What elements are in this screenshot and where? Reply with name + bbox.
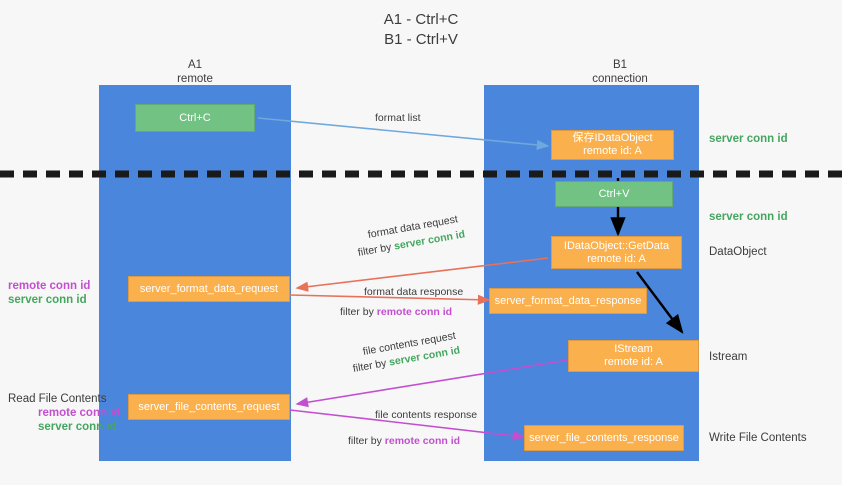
- filter-prefix-1: filter by: [356, 240, 396, 259]
- edge-label-format-data-response-filter: filter by remote conn id: [340, 305, 452, 319]
- left-labels-group-2: Read File Contents remote conn id server…: [8, 392, 120, 434]
- node-save-idataobject-sub: remote id: A: [583, 145, 642, 157]
- title-line-1: A1 - Ctrl+C: [383, 11, 459, 28]
- node-ctrl-v[interactable]: Ctrl+V: [555, 181, 673, 207]
- node-istream-title: IStream: [614, 343, 653, 355]
- node-idataobject-getdata-title: IDataObject::GetData: [563, 239, 670, 252]
- node-server-format-data-response[interactable]: server_format_data_response: [489, 288, 647, 314]
- edge-label-format-data-response: format data response: [364, 286, 464, 298]
- column-header-b1: B1 connection: [520, 58, 720, 86]
- label-write-file-contents: Write File Contents: [709, 432, 807, 444]
- column-b1-sub: connection: [592, 73, 648, 85]
- label-server-conn-id-2: server conn id: [38, 421, 117, 433]
- node-idataobject-getdata[interactable]: IDataObject::GetData remote id: A: [551, 236, 682, 269]
- edge-label-file-contents-response-filter: filter by remote conn id: [348, 434, 460, 448]
- node-server-file-contents-request[interactable]: server_file_contents_request: [128, 394, 290, 420]
- node-server-format-data-response-label: server_format_data_response: [494, 294, 642, 307]
- filter-value-4: remote conn id: [384, 435, 461, 447]
- node-ctrl-c-label: Ctrl+C: [179, 111, 211, 124]
- node-server-format-data-request[interactable]: server_format_data_request: [128, 276, 290, 302]
- column-b1-name: B1: [612, 59, 628, 71]
- label-dataobject: DataObject: [709, 246, 767, 258]
- label-istream: Istream: [709, 351, 748, 363]
- left-labels-group-1: remote conn id server conn id: [8, 279, 90, 307]
- edge-label-format-list: format list: [375, 112, 421, 124]
- filter-prefix-3: filter by: [351, 356, 391, 375]
- node-istream-sub: remote id: A: [604, 356, 663, 368]
- column-a1-name: A1: [187, 59, 203, 71]
- label-server-conn-id-mid: server conn id: [709, 211, 788, 223]
- node-ctrl-v-label: Ctrl+V: [598, 187, 630, 200]
- label-read-file-contents: Read File Contents: [8, 393, 107, 405]
- node-save-idataobject-title: 保存IDataObject: [572, 132, 653, 144]
- label-server-conn-id-1: server conn id: [8, 294, 87, 306]
- edge-label-file-contents-response: file contents response: [375, 409, 478, 421]
- diagram-title: A1 - Ctrl+C B1 - Ctrl+V: [0, 10, 842, 50]
- node-server-file-contents-response-label: server_file_contents_response: [529, 431, 679, 444]
- title-line-2: B1 - Ctrl+V: [384, 31, 458, 48]
- column-a1-sub: remote: [177, 73, 213, 85]
- filter-value-2: remote conn id: [376, 306, 453, 318]
- node-server-file-contents-request-label: server_file_contents_request: [138, 400, 280, 413]
- column-header-a1: A1 remote: [95, 58, 295, 86]
- node-save-idataobject[interactable]: 保存IDataObject remote id: A: [551, 130, 674, 160]
- node-idataobject-getdata-sub: remote id: A: [587, 252, 646, 265]
- node-istream[interactable]: IStream remote id: A: [568, 340, 699, 372]
- label-server-conn-id-top: server conn id: [709, 133, 788, 145]
- node-ctrl-c[interactable]: Ctrl+C: [135, 104, 255, 132]
- filter-prefix-2: filter by: [340, 306, 377, 318]
- label-remote-conn-id-2: remote conn id: [38, 407, 121, 419]
- node-server-format-data-request-label: server_format_data_request: [139, 282, 279, 295]
- label-remote-conn-id-1: remote conn id: [8, 280, 91, 292]
- filter-prefix-4: filter by: [348, 435, 385, 447]
- node-server-file-contents-response[interactable]: server_file_contents_response: [524, 425, 684, 451]
